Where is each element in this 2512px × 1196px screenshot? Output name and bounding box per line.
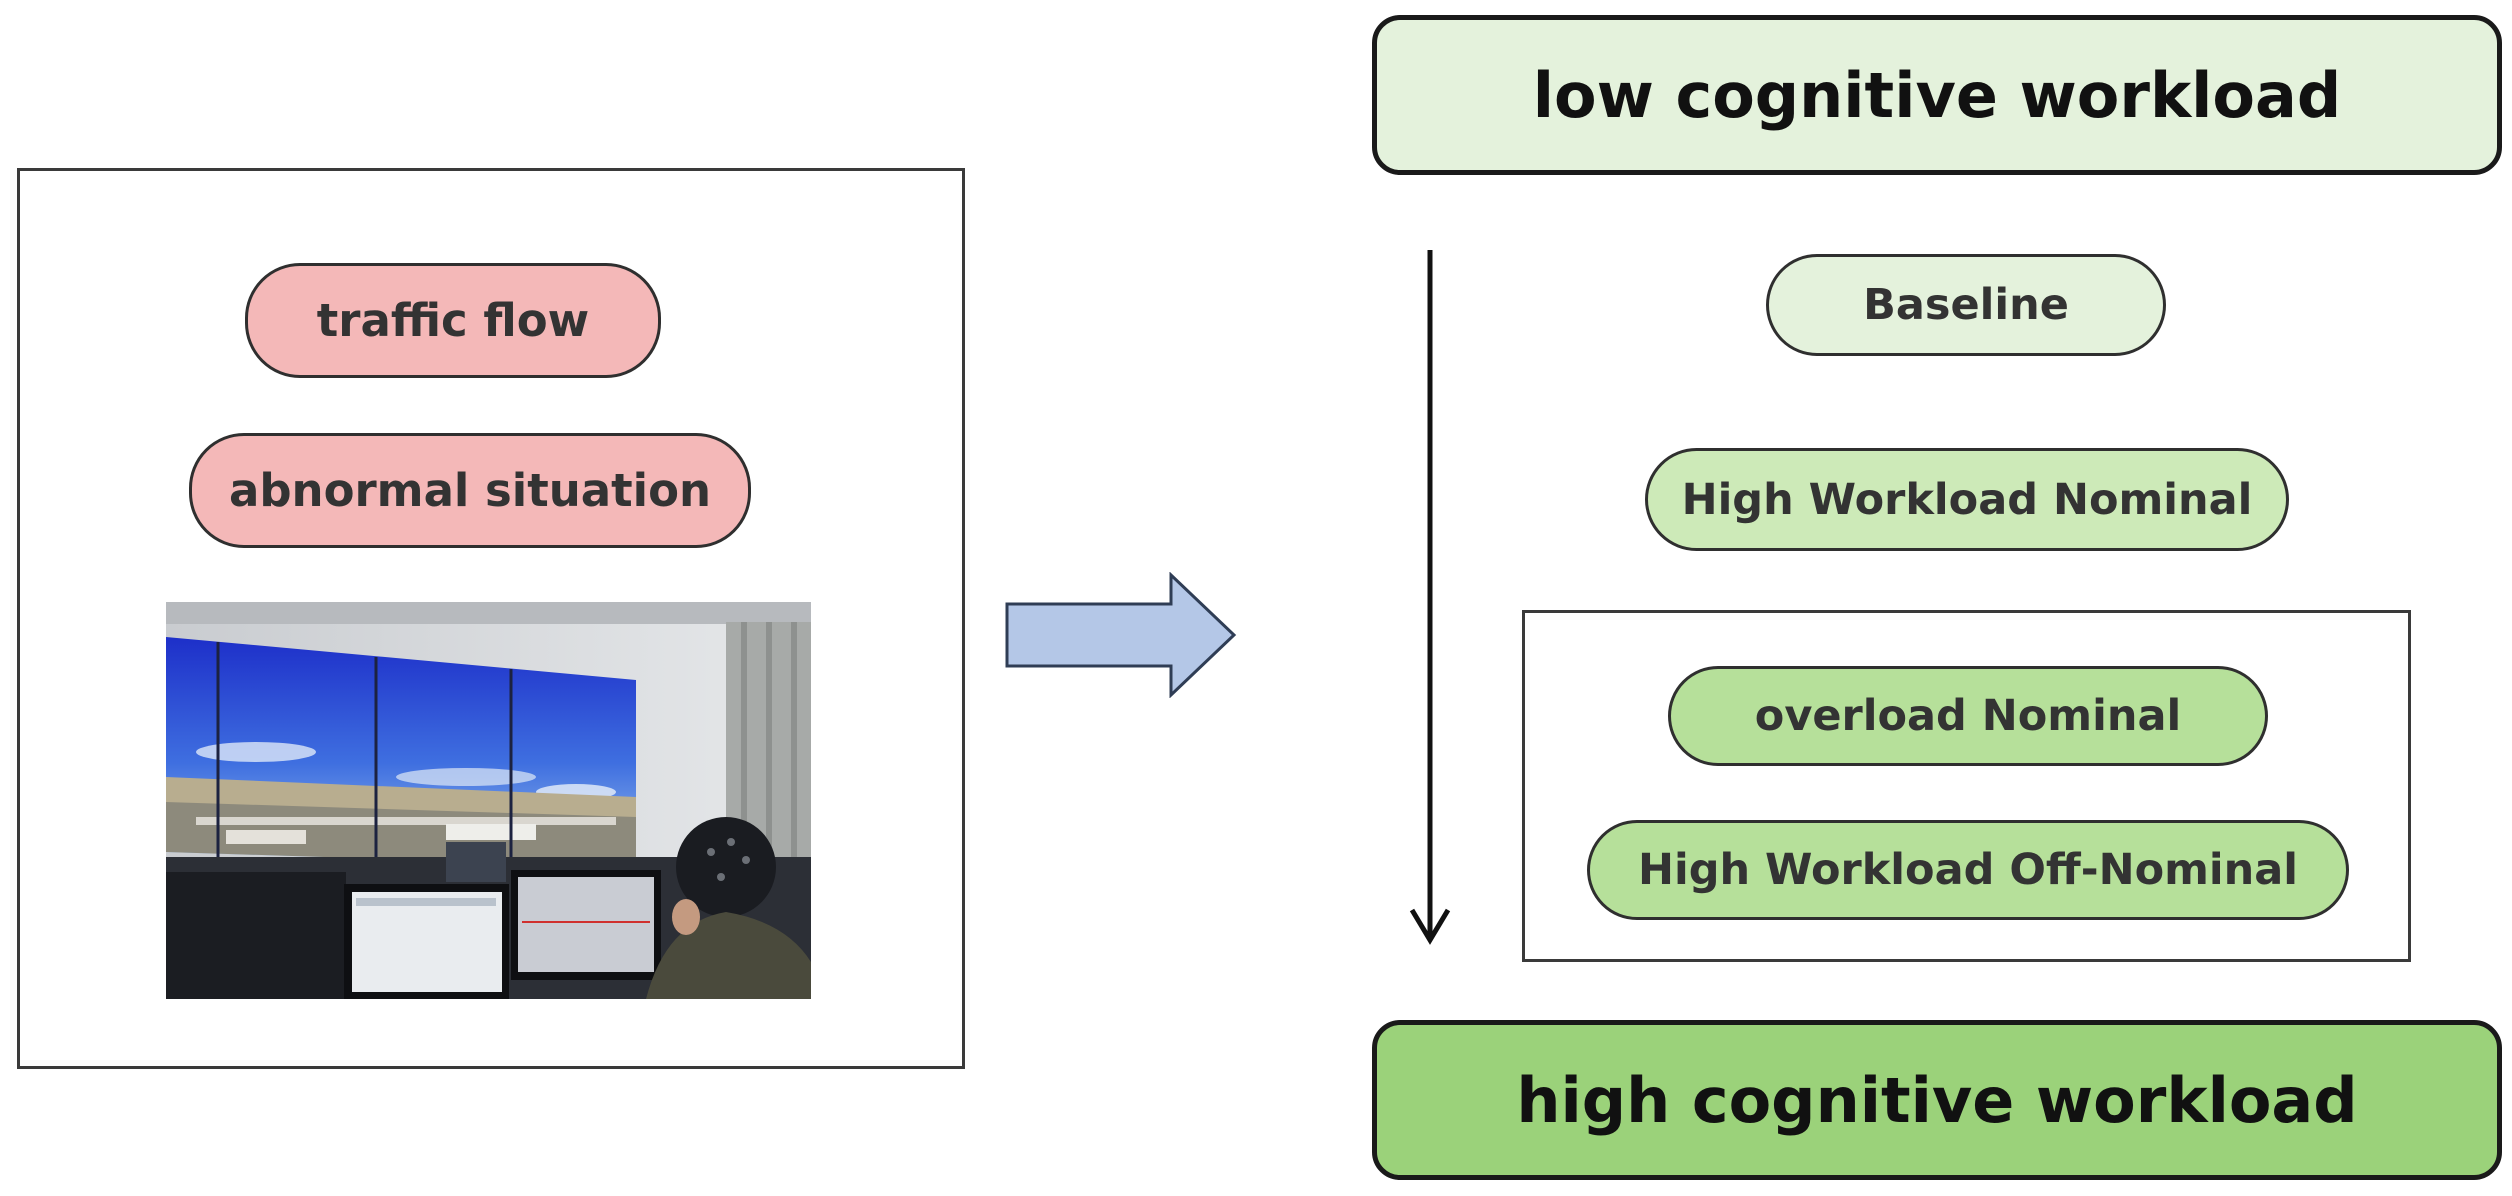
baseline-pill: Baseline (1766, 254, 2166, 356)
low-workload-box: low cognitive workload (1372, 15, 2502, 175)
control-tower-simulator-photo (166, 602, 811, 999)
abnormal-situation-label: abnormal situation (228, 464, 712, 517)
abnormal-situation-pill: abnormal situation (189, 433, 751, 548)
overload-group-frame (1522, 610, 2411, 962)
high-workload-box: high cognitive workload (1372, 1020, 2502, 1180)
right-arrow-icon (1005, 572, 1237, 698)
low-workload-label: low cognitive workload (1532, 58, 2342, 132)
traffic-flow-label: traffic flow (316, 294, 590, 347)
high-workload-off-nominal-pill: High Workload Off-Nominal (1587, 820, 2349, 920)
baseline-label: Baseline (1863, 280, 2069, 330)
overload-nominal-pill: overload Nominal (1668, 666, 2268, 766)
traffic-flow-pill: traffic flow (245, 263, 661, 378)
overload-nominal-label: overload Nominal (1754, 691, 2182, 741)
high-workload-nominal-pill: High Workload Nominal (1645, 448, 2289, 551)
arrow-down-icon (1409, 250, 1451, 945)
high-workload-label: high cognitive workload (1516, 1063, 2358, 1137)
high-workload-nominal-label: High Workload Nominal (1681, 474, 2253, 525)
high-workload-off-nominal-label: High Workload Off-Nominal (1637, 845, 2299, 895)
